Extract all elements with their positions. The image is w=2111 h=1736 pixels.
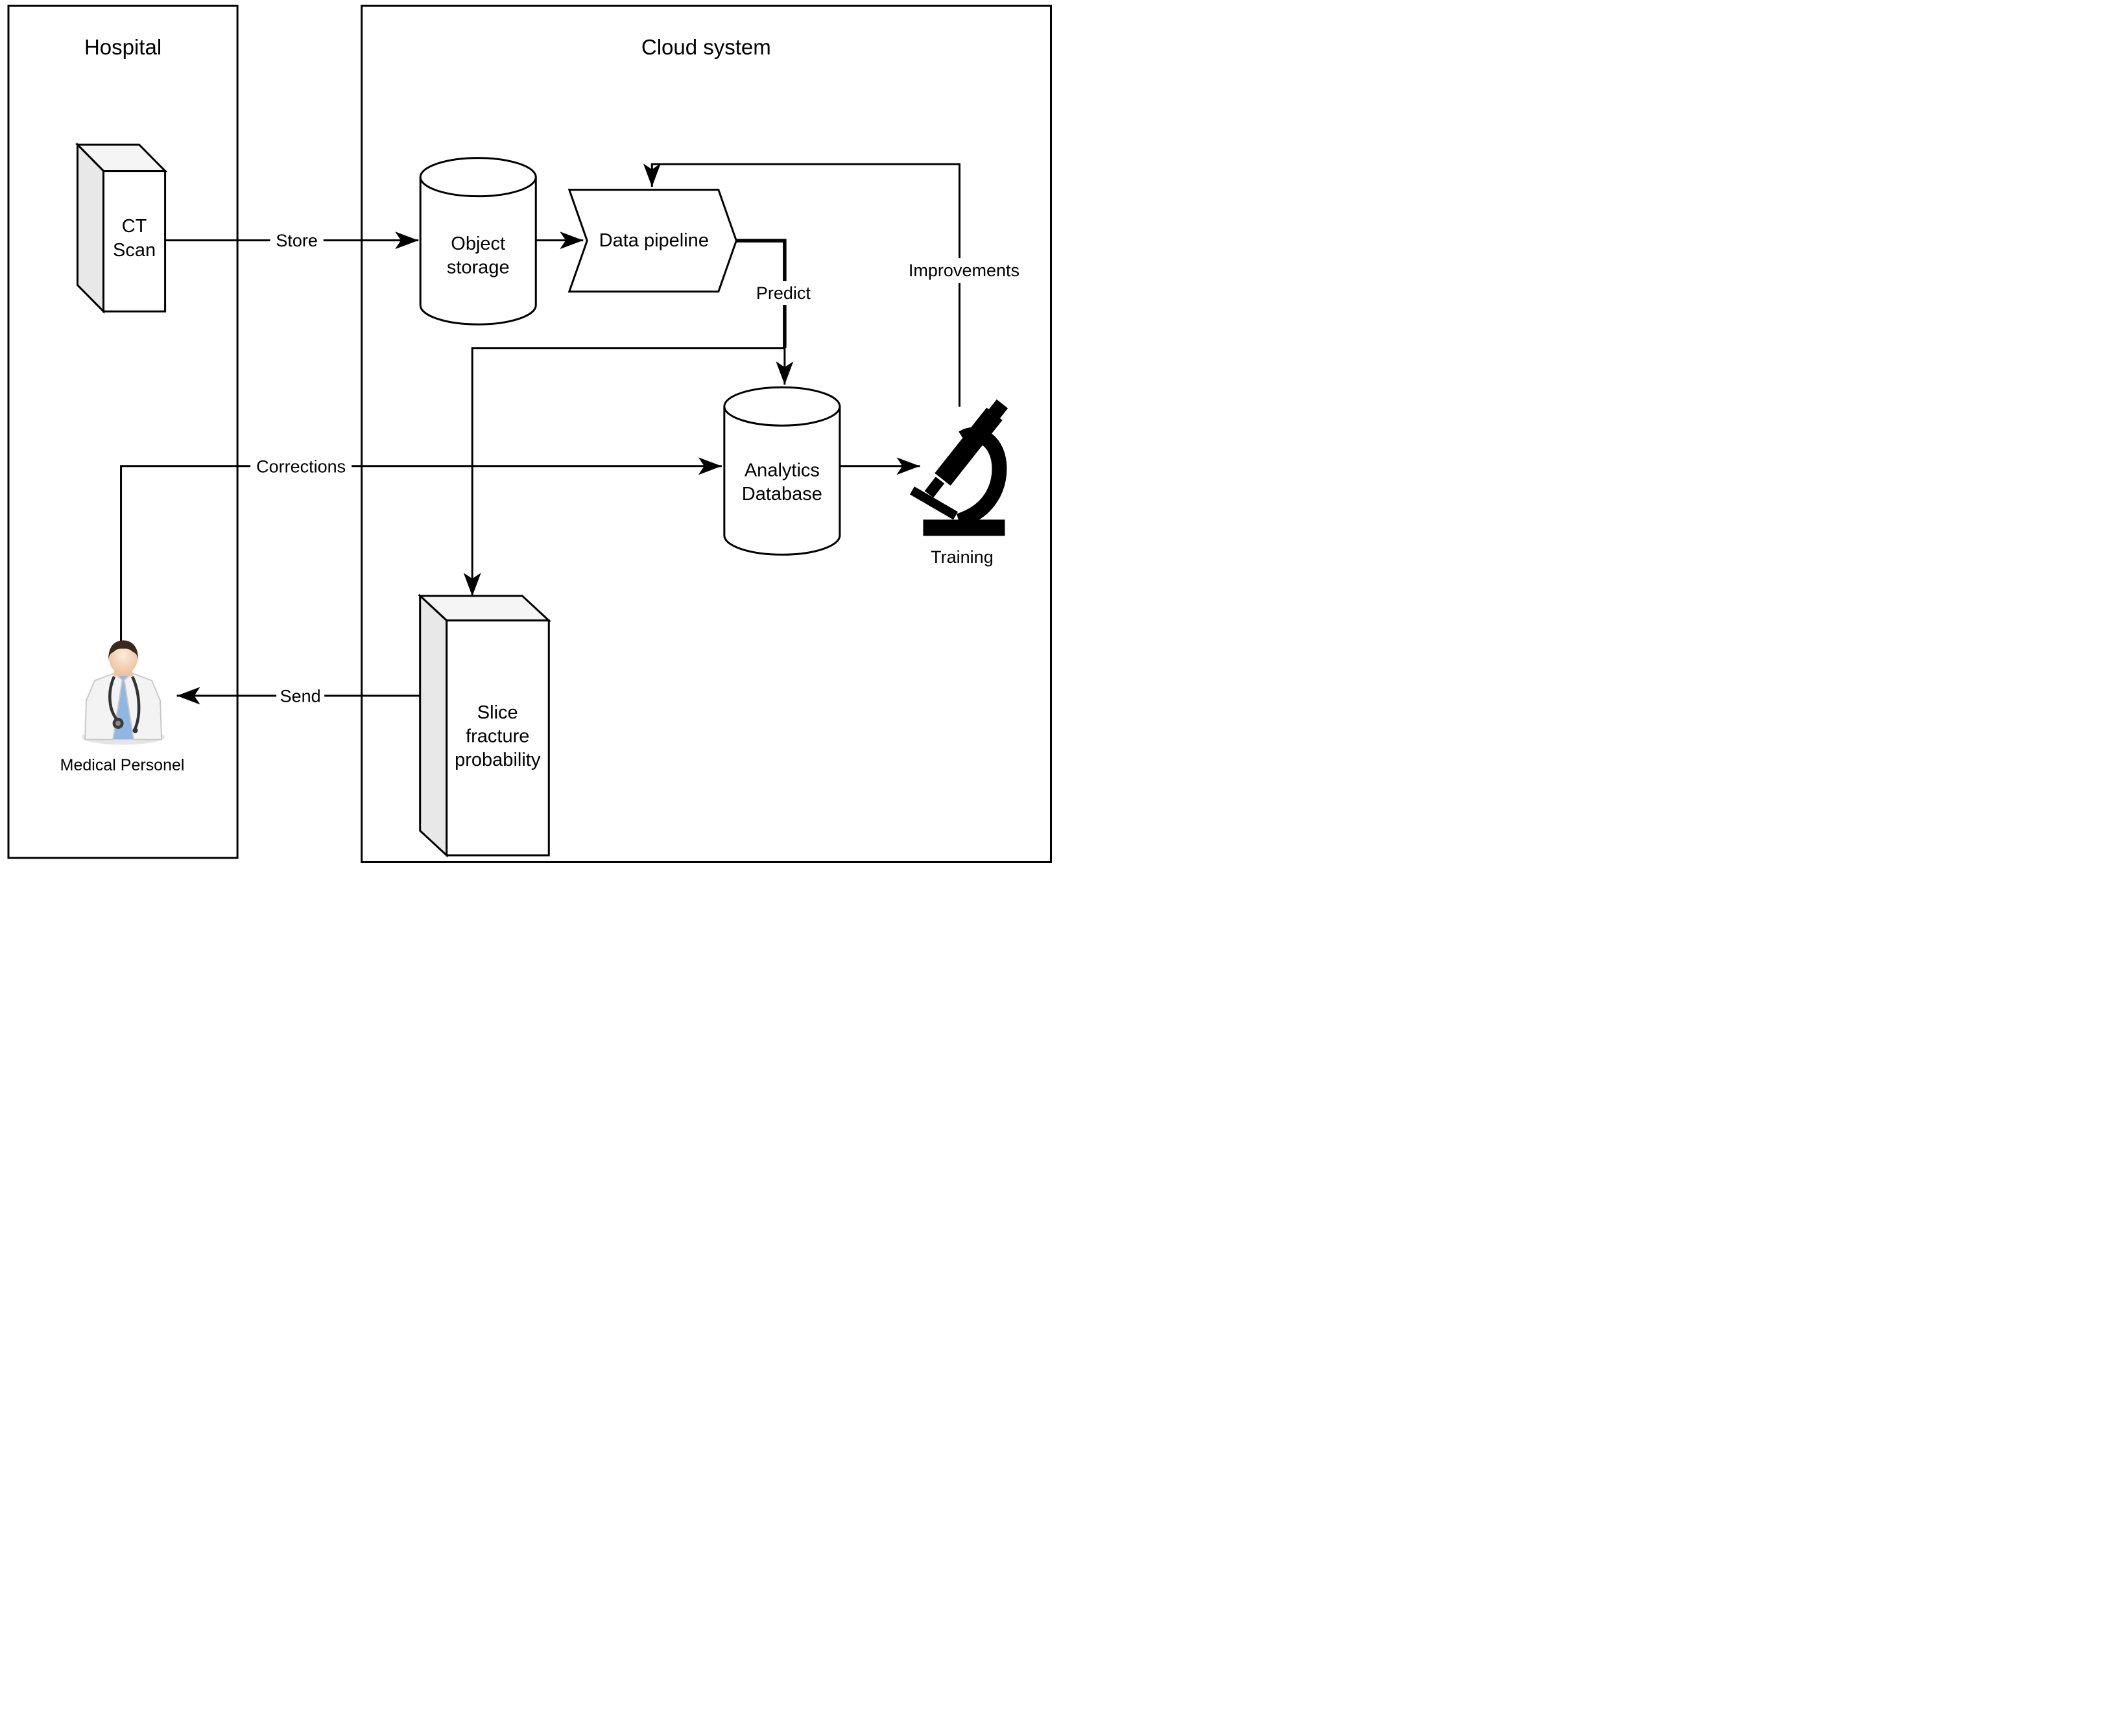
doctor-stethoscope-earpiece (132, 728, 138, 733)
slice-label-line1: Slice (477, 702, 518, 723)
analytics-database-node: Analytics Database (723, 386, 841, 556)
analytics-database-cylinder-top (723, 386, 841, 427)
microscope-base (923, 519, 1005, 536)
slice-fracture-probability-node: Slice fracture probability (417, 593, 552, 858)
ct-scan-box-side-face (77, 142, 105, 314)
medical-personel-node: Medical Personel (60, 640, 185, 774)
improvements-label-bg (901, 258, 1027, 283)
microscope-objective (924, 477, 945, 498)
slice-box-side-face (419, 593, 448, 858)
analytics-database-cylinder-body (723, 406, 841, 556)
edge-pipeline-to-slice-box (463, 347, 785, 597)
microscope-tube (935, 407, 1003, 486)
object-storage-label-line1: Object (451, 233, 505, 254)
predict-label: Predict (756, 283, 811, 303)
predict-label-bg (750, 281, 817, 305)
store-label: Store (276, 231, 318, 250)
edge-predict-elbow (736, 239, 787, 348)
edge-improvements (643, 163, 960, 407)
edge-labels: Store Predict Improvements Corrections S… (250, 228, 1027, 708)
object-storage-cylinder-top (419, 157, 537, 198)
analytics-database-label-line2: Database (742, 484, 822, 505)
doctor-stethoscope-chestpiece-center (115, 720, 121, 726)
microscope-icon (909, 399, 1008, 536)
doctor-hair (108, 640, 139, 662)
send-label-bg (276, 683, 325, 708)
corrections-label-bg (250, 453, 352, 479)
edge-corrections (120, 457, 722, 646)
microscope-stage (909, 486, 958, 520)
doctor-stethoscope-right-tube (131, 676, 141, 730)
ct-scan-label-line2: Scan (113, 240, 156, 261)
object-storage-cylinder-body (419, 177, 537, 326)
object-storage-node: Object storage (419, 157, 537, 326)
medical-personel-label: Medical Personel (60, 756, 185, 774)
analytics-database-label-line1: Analytics (745, 460, 820, 481)
slice-box-front-face (446, 619, 550, 857)
improvements-label: Improvements (909, 261, 1020, 280)
data-pipeline-node: Data pipeline (567, 189, 737, 293)
slice-label-line3: probability (455, 750, 541, 770)
slice-label-line2: fracture (466, 726, 529, 746)
ct-scan-label-line1: CT (122, 216, 147, 237)
data-pipeline-shape (567, 189, 737, 293)
corrections-label: Corrections (256, 457, 346, 476)
architecture-diagram: Hospital Cloud system CT Scan Ob (7, 5, 1052, 863)
cloud-system-title: Cloud system (641, 35, 771, 59)
data-pipeline-label: Data pipeline (599, 230, 709, 251)
diagram-canvas: Hospital Cloud system CT Scan Ob (0, 0, 1056, 868)
store-label-bg (270, 228, 324, 253)
object-storage-label-line2: storage (447, 257, 510, 278)
ct-scan-box-front-face (102, 170, 167, 313)
send-label: Send (280, 686, 321, 706)
cloud-system-container: Cloud system (361, 5, 1052, 863)
doctor-icon (82, 640, 165, 745)
microscope-arm (956, 427, 1007, 529)
doctor-stethoscope-left-tube (108, 676, 118, 720)
hospital-title: Hospital (84, 35, 161, 59)
ct-scan-node: CT Scan (75, 142, 168, 314)
training-label: Training (931, 547, 994, 567)
training-node: Training (909, 399, 1008, 567)
